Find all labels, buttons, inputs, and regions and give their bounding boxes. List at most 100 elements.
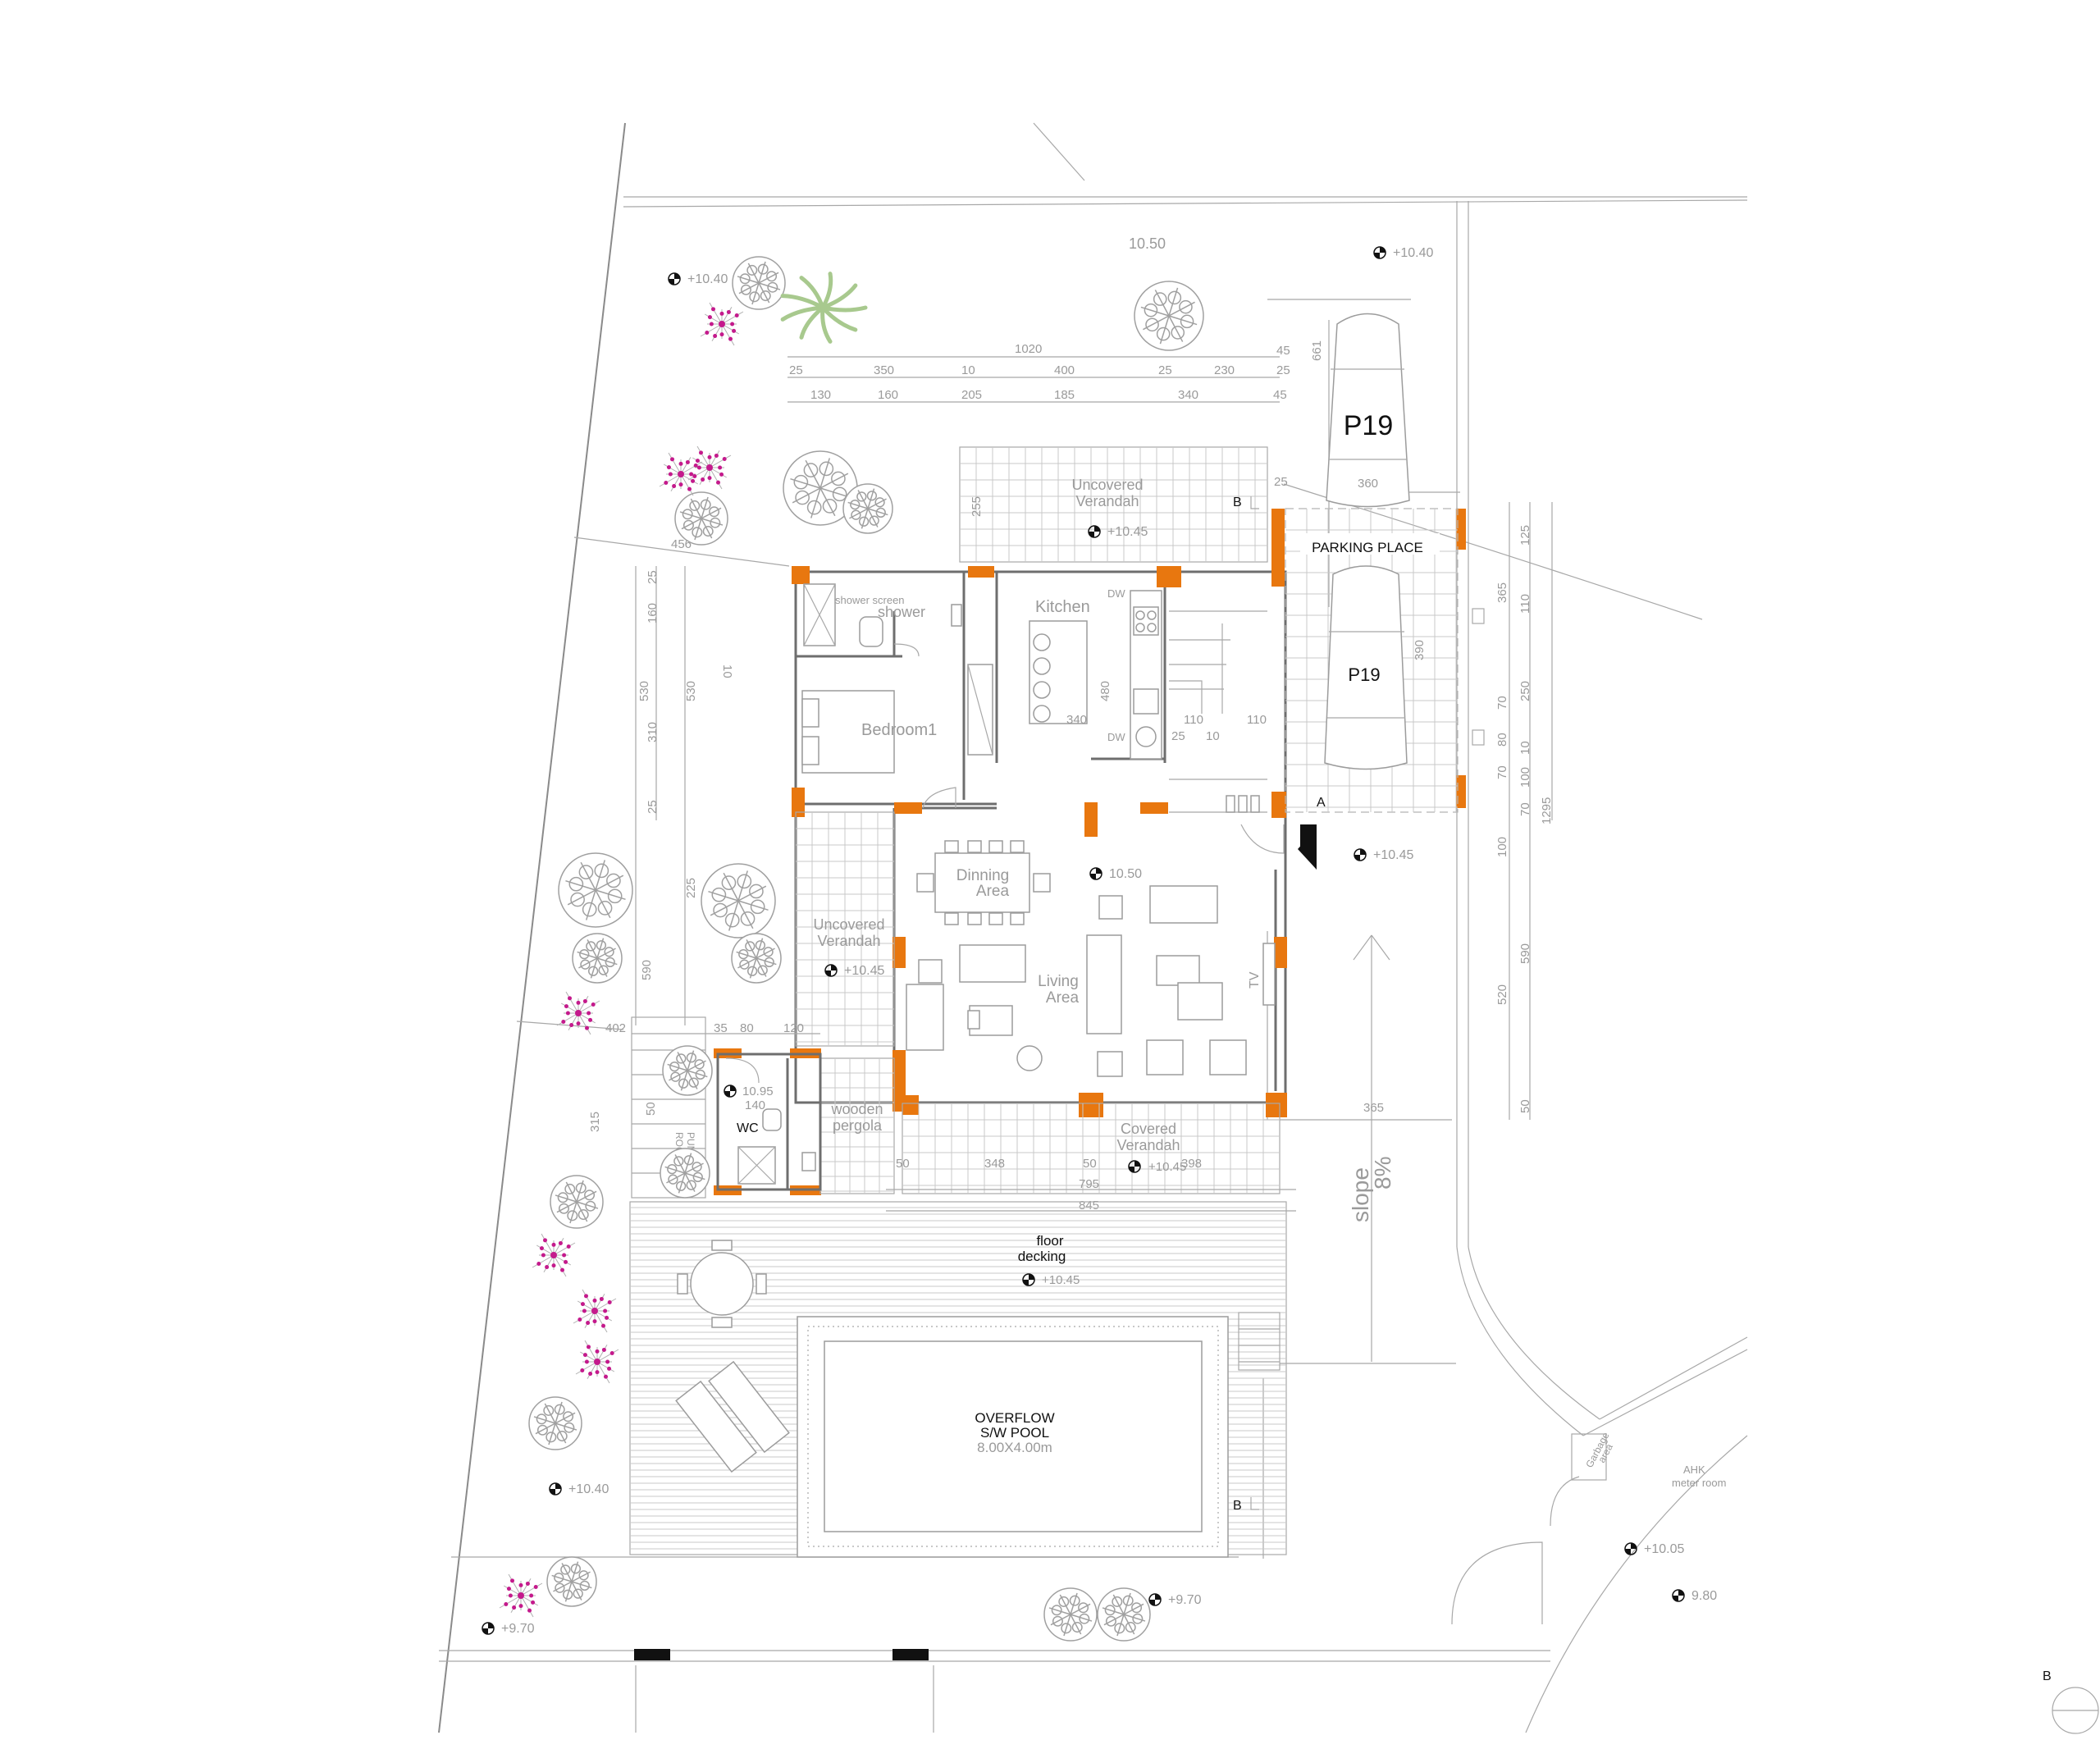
dim-top-overall: 1020 [1015,342,1042,356]
tree-icon [731,933,782,984]
tv-label: TV [1248,971,1262,989]
living-label: Area [1046,989,1080,1007]
dim: 520 [1495,984,1509,1005]
section-a-marker: A [1317,796,1326,810]
dim: 110 [1518,594,1532,614]
dim: 402 [605,1021,626,1035]
pool-label: S/W POOL [980,1425,1049,1441]
swimming-pool: OVERFLOW S/W POOL 8.00X4.00m [797,1316,1229,1558]
dim: 45 [1276,344,1290,358]
tree-icon [660,1148,710,1199]
dim: 365 [1363,1101,1384,1115]
living-label: Living [1038,973,1079,990]
dim: 400 [1054,363,1075,377]
bathroom: shower screen shower [803,583,962,647]
dim: 250 [1518,681,1532,701]
dim: 50 [1083,1157,1097,1171]
tree-icon [572,933,623,984]
dim: 225 [684,878,698,898]
parking-place-label: PARKING PLACE [1312,540,1423,555]
level-label: +10.40 [1393,246,1433,260]
dim: 845 [1079,1199,1099,1212]
pergola-label: wooden [830,1101,883,1117]
level-label: +9.70 [1168,1593,1202,1607]
flower-icon [499,1573,543,1618]
level-label: +10.40 [687,272,728,286]
section-b-marker: B [1233,1499,1242,1513]
dim: 100 [1518,767,1532,788]
dim: 10 [1206,729,1220,743]
parking: PARKING PLACE P19 P19 360 661 390 A [1285,313,1459,870]
slope-label: slope [1348,1167,1373,1222]
dining-label: Dinning [956,867,1009,884]
right-dimensions: 125 365 110 250 70 80 70 10 100 70 100 5… [1495,502,1554,1120]
dim: 10 [1518,741,1532,755]
level-markers: +10.40 +10.40 10.50 +10.45 10.50 +10.45 … [482,235,1717,1636]
dim: 590 [1518,943,1532,964]
dim: 70 [1518,802,1532,816]
flower-icon [556,991,600,1035]
dim: 340 [1178,388,1198,402]
dim: 310 [646,722,660,742]
pool-label: OVERFLOW [975,1410,1054,1426]
level-label: +10.45 [1148,1160,1186,1174]
tree-icon [674,491,728,546]
level-label: +10.45 [1373,848,1413,862]
dim: 456 [671,537,692,551]
palm-icon [780,272,868,344]
uncovered-verandah-top: Uncovered Verandah 255 [959,446,1268,563]
level-label: 10.50 [1109,867,1142,881]
dim: 45 [1273,388,1287,402]
level-label: 9.80 [1691,1589,1717,1603]
left-dimensions: 25 160 530 310 530 25 225 590 10 456 [573,537,790,1025]
dining-label: Area [976,883,1010,900]
dim: 348 [984,1157,1005,1171]
uncovered-verandah-label: Verandah [1075,493,1139,509]
dim: 25 [646,570,660,584]
tree-icon [550,1175,604,1229]
tree-icon [662,1045,713,1096]
level-label: +10.45 [1107,525,1148,539]
dim: 365 [1495,582,1509,603]
dim: 160 [878,388,898,402]
dim: 530 [637,681,651,701]
tree-icon [1134,281,1204,351]
parking-id: P19 [1344,410,1394,441]
tree-icon [1097,1587,1151,1642]
bedroom: Bedroom1 [801,664,993,774]
dim: 70 [1495,765,1509,779]
dim: 140 [745,1098,765,1112]
dim: 35 [714,1021,728,1035]
dim: 100 [1495,837,1509,857]
pergola-label: pergola [833,1117,883,1134]
flower-icon [575,1340,619,1384]
shower-label: shower [878,604,925,620]
tree-icon [732,256,786,310]
flower-icon [659,452,703,496]
dim: 10 [961,363,975,377]
dim: 25 [646,800,660,814]
dim: 205 [961,388,982,402]
flower-icon [573,1289,617,1333]
ahk-label: meter room [1672,1477,1726,1489]
dim: 1295 [1540,797,1554,824]
dim: 315 [588,1112,602,1132]
dim: 110 [1184,713,1203,727]
dim: 255 [970,496,984,517]
dim: 110 [1247,713,1267,727]
kitchen: Kitchen DW DW 340 480 110 25 10 110 [1029,587,1267,813]
level-label: +10.40 [568,1482,609,1496]
shower-screen-label: shower screen [835,594,905,606]
dining-area: Dinning Area [916,840,1051,925]
tree-icon [701,863,776,938]
dim: 80 [740,1021,754,1035]
palm-tree [780,272,868,344]
flower-icon [687,445,732,490]
section-b-marker: B [2043,1669,2052,1683]
covered-verandah-label: Covered [1121,1121,1176,1137]
flower-icon [532,1233,576,1277]
dim: 360 [1358,477,1378,491]
dw-label: DW [1107,587,1125,600]
level-label: +10.45 [1042,1273,1080,1287]
